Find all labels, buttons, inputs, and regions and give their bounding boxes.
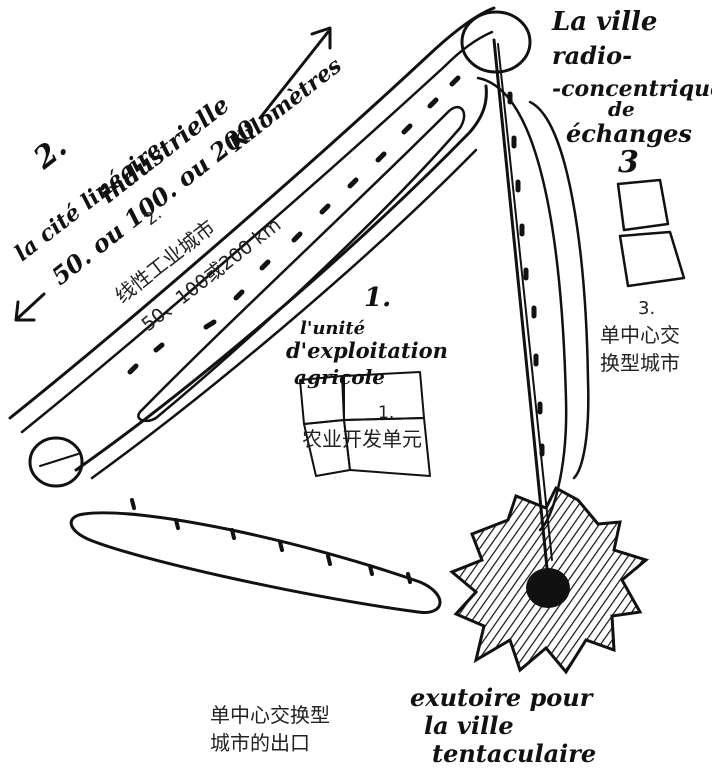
radio-city-title-cn-line2: 换型城市 — [600, 351, 680, 375]
exit-title-line3: tentaculaire — [432, 739, 596, 768]
agricultural-unit-labels-cn: 1. 农业开发单元 — [302, 403, 422, 451]
agricultural-unit-labels-fr: 1. l'unité d'exploitation agricole — [286, 283, 448, 389]
exit-title-line1: exutoire pour — [410, 683, 595, 712]
exit-title-line2: la ville — [424, 711, 514, 740]
agricultural-unit-fields — [299, 371, 431, 477]
agricultural-unit-number: 1. — [364, 283, 391, 313]
linear-city-band — [8, 6, 496, 480]
agricultural-unit-title-line3: agricole — [294, 365, 385, 389]
agricultural-unit-title-line2: d'exploitation — [286, 338, 448, 363]
exit-labels-fr: exutoire pour la ville tentaculaire — [410, 683, 596, 768]
radio-city-title-line1: La ville — [551, 7, 657, 37]
exit-band — [69, 498, 442, 614]
radio-city-labels-fr: La ville radio- -concentrique de échange… — [551, 7, 712, 180]
radio-city-fields — [616, 178, 686, 288]
agricultural-unit-title-line1: l'unité — [300, 318, 365, 339]
exit-title-cn-line2: 城市的出口 — [210, 731, 310, 755]
tentacular-city — [449, 485, 650, 675]
radio-city-title-line3: -concentrique — [552, 76, 712, 102]
radio-city-labels-cn: 3. 单中心交 换型城市 — [600, 298, 680, 375]
linear-city-kilometres: Kilomètres — [223, 53, 347, 158]
radio-city-title-cn-line1: 单中心交 — [600, 323, 680, 347]
arrow-lower-left-icon — [14, 292, 46, 322]
exit-labels-cn: 单中心交换型 城市的出口 — [210, 703, 330, 755]
radio-city-number-cn: 3. — [638, 298, 655, 319]
radio-city-title-line5: échanges — [566, 119, 692, 148]
agricultural-unit-title-cn: 农业开发单元 — [302, 427, 422, 451]
arrow-upper-right-icon — [258, 26, 332, 120]
exit-title-cn-line1: 单中心交换型 — [210, 703, 330, 727]
radio-city-number: 3 — [618, 145, 639, 180]
radio-city-title-line4: de — [608, 97, 635, 121]
agricultural-unit-number-cn: 1. — [378, 403, 394, 423]
radio-city-title-line2: radio- — [552, 41, 632, 70]
linear-city-number: 2. — [27, 129, 74, 176]
linear-city-end-node — [28, 436, 84, 488]
